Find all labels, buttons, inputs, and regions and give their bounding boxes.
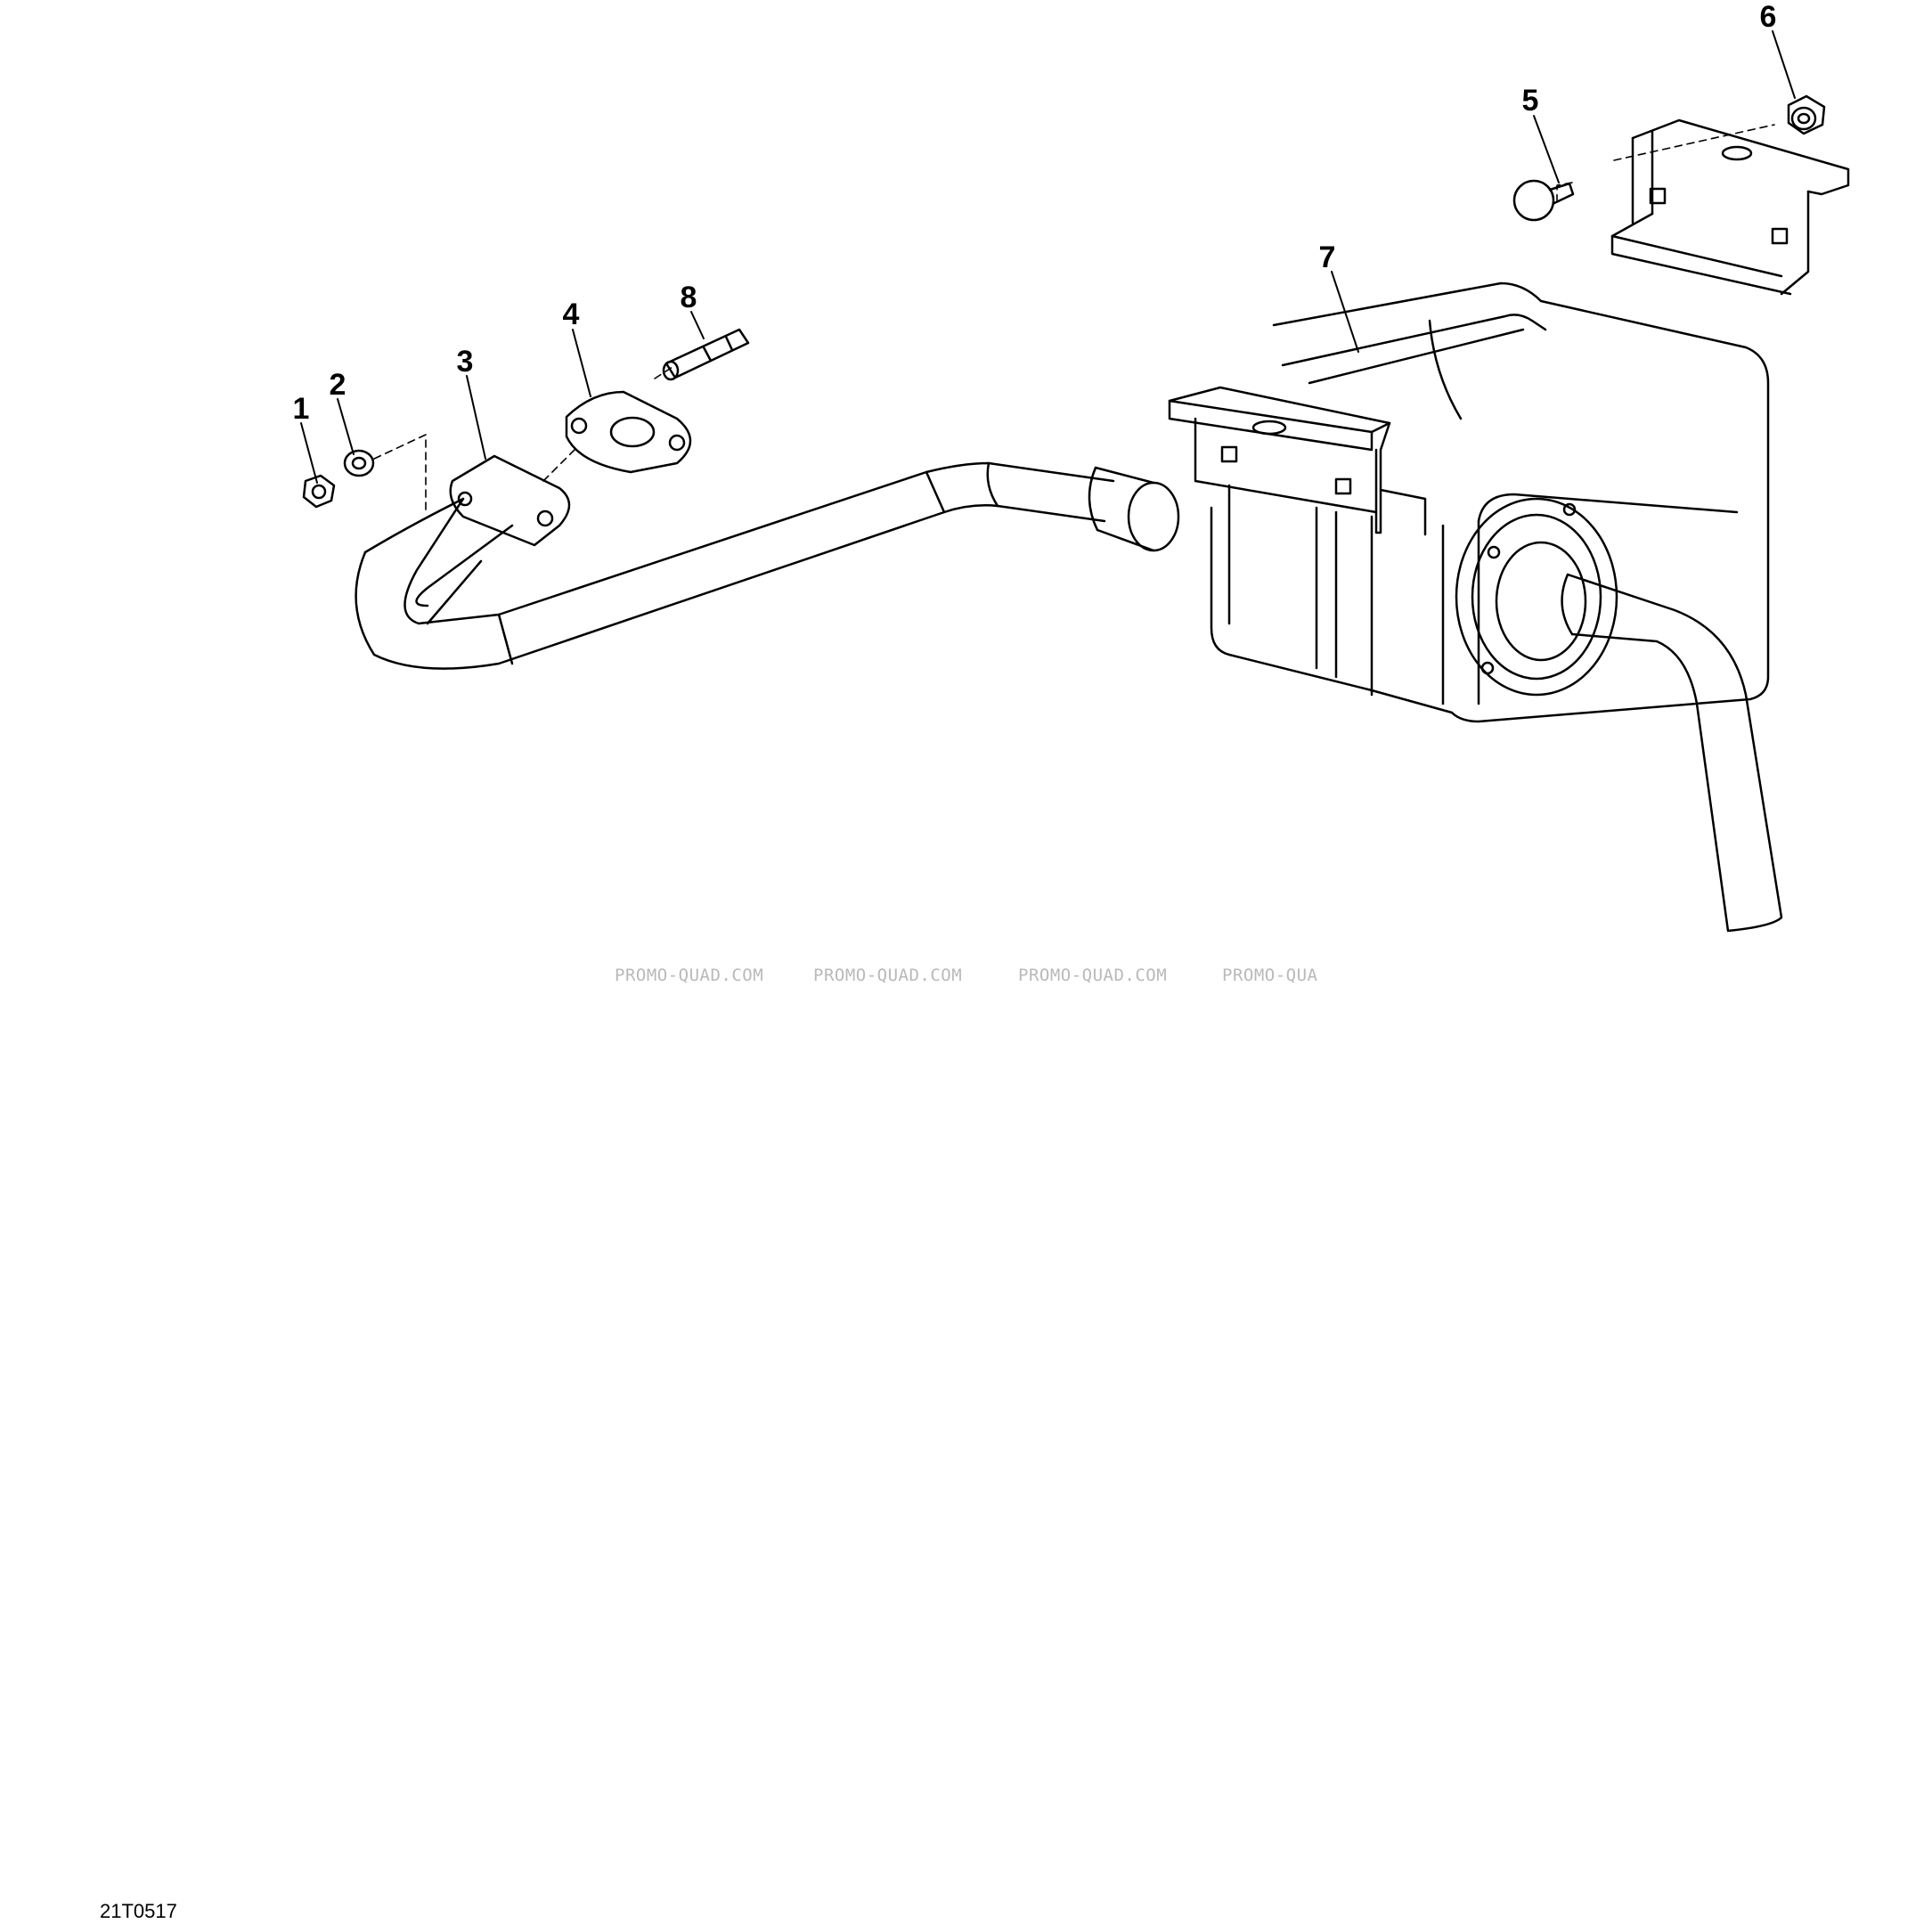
- watermark-4: PROMO-QUA: [1222, 966, 1318, 985]
- callout-2: 2: [330, 368, 346, 402]
- nut: [302, 474, 336, 509]
- callout-6: 6: [1760, 0, 1777, 34]
- washer: [343, 449, 375, 477]
- callout-4: 4: [563, 298, 580, 331]
- leader-lines: [300, 30, 1796, 484]
- pipe-flange: [449, 454, 571, 547]
- rear-bracket: [1610, 118, 1850, 296]
- gasket: [565, 390, 692, 474]
- callout-labels: 1 2 3 4 5 6 7 8: [293, 0, 1777, 426]
- watermark-1: PROMO-QUAD.COM: [615, 966, 763, 985]
- watermark-3: PROMO-QUAD.COM: [1018, 966, 1167, 985]
- flange-nut: [1787, 94, 1826, 135]
- stud: [662, 328, 750, 381]
- watermark-2: PROMO-QUAD.COM: [813, 966, 962, 985]
- muffler: [1210, 281, 1783, 933]
- callout-1: 1: [293, 392, 310, 426]
- callout-5: 5: [1522, 84, 1539, 118]
- front-bracket: [1168, 386, 1427, 536]
- callout-7: 7: [1319, 240, 1336, 274]
- watermark-strip: PROMO-QUAD.COM PROMO-QUAD.COM PROMO-QUAD…: [615, 966, 1318, 985]
- reference-code: 21T0517: [100, 1900, 177, 1922]
- rivet: [1512, 179, 1575, 222]
- callout-3: 3: [457, 345, 474, 379]
- callout-8: 8: [681, 281, 697, 314]
- assembly-lines: [373, 124, 1775, 513]
- exhaust-head-pipe: [355, 461, 1180, 670]
